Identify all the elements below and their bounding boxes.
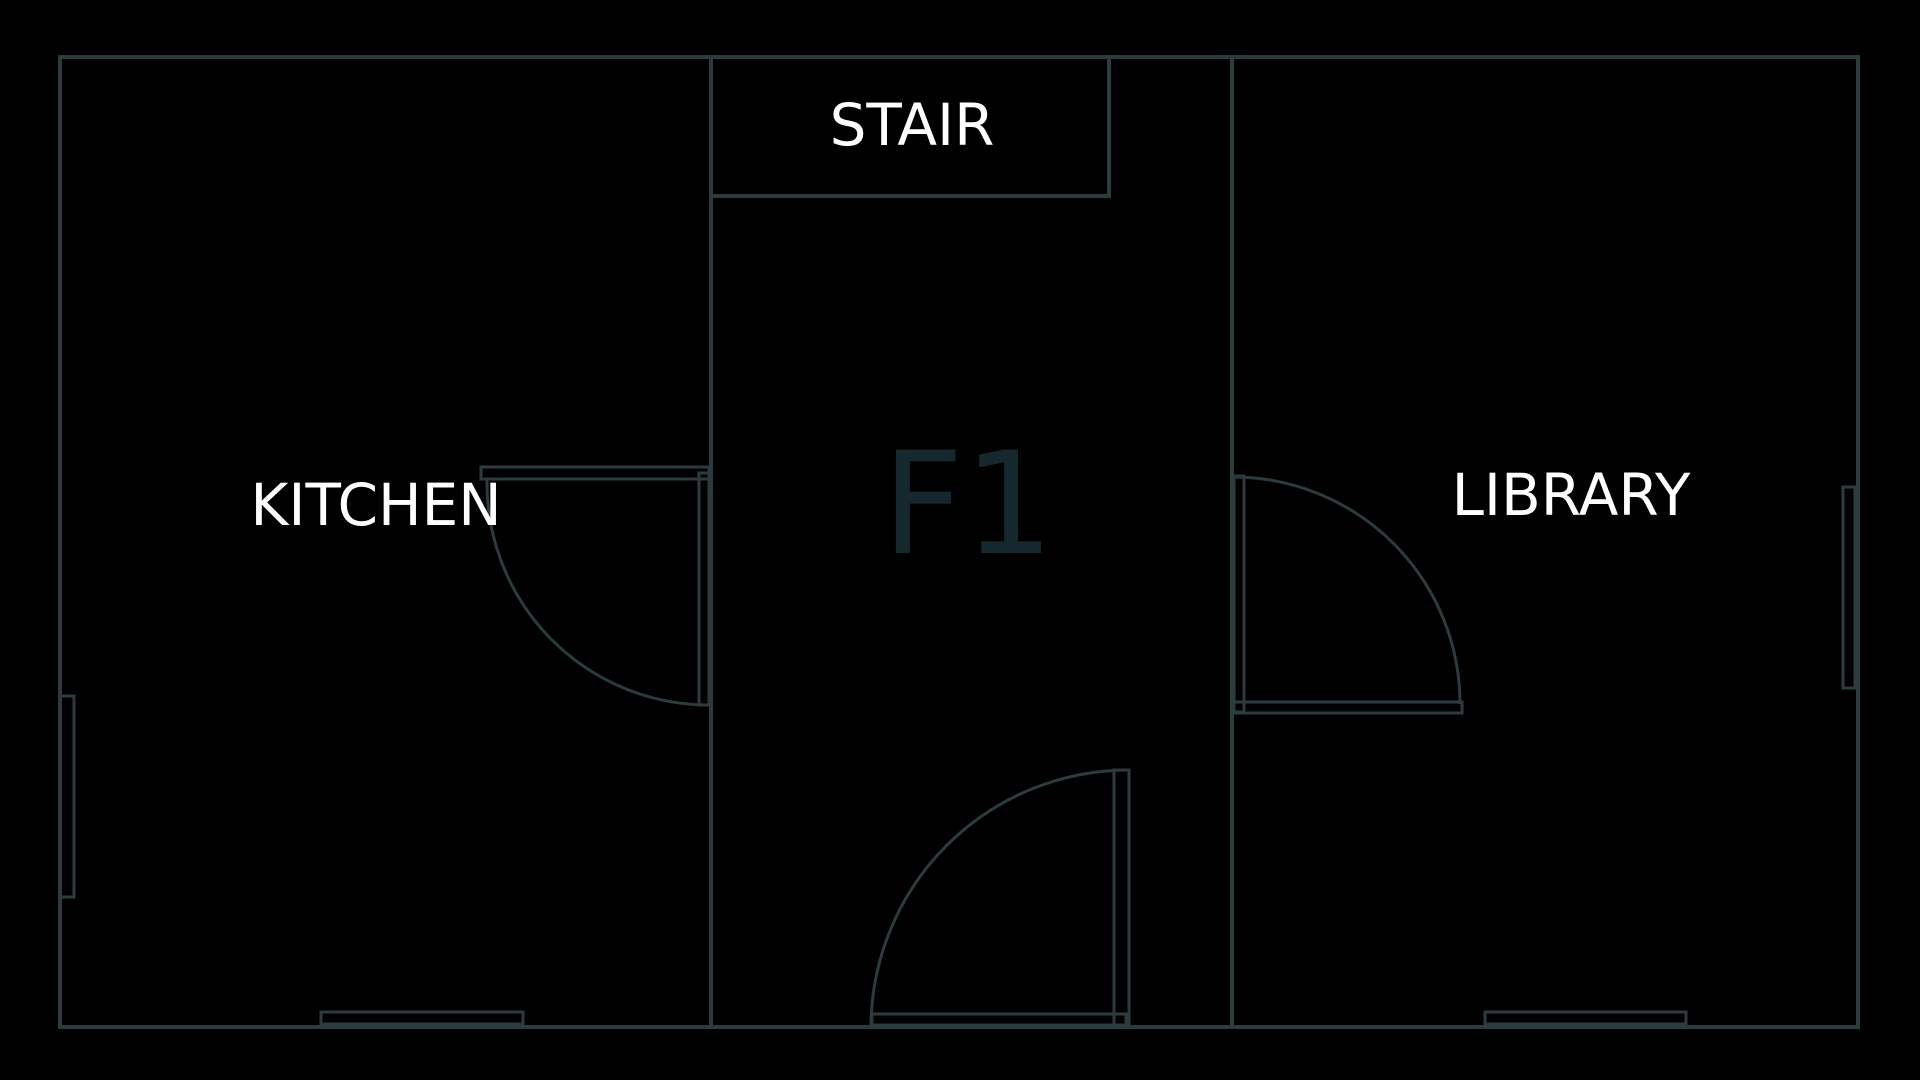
stair-enclosure (709, 55, 1111, 198)
library-east-window (1841, 485, 1857, 690)
library-door-swing (1233, 475, 1462, 705)
floor-label: F1 (882, 422, 1054, 587)
library-door-jamb (1232, 474, 1246, 714)
outer-wall (58, 55, 1860, 1029)
kitchen-door (479, 465, 711, 707)
entrance-door (869, 768, 1131, 1027)
kitchen-west-window (58, 694, 76, 899)
kitchen-door-leaf (479, 465, 711, 481)
library-door-leaf (1232, 700, 1464, 715)
kitchen-door-jamb (697, 471, 711, 707)
kitchen-door-swing (485, 478, 707, 707)
room-label-stair: STAIR (830, 91, 995, 159)
room-label-library: LIBRARY (1452, 461, 1691, 529)
entrance-door-leaf (1112, 768, 1131, 1027)
kitchen-south-window (319, 1010, 525, 1026)
library-south-window (1483, 1010, 1688, 1026)
entrance-door-swing (869, 768, 1129, 1026)
room-label-kitchen: KITCHEN (250, 471, 501, 539)
entrance-door-threshold (870, 1012, 1128, 1027)
library-door (1232, 474, 1464, 715)
